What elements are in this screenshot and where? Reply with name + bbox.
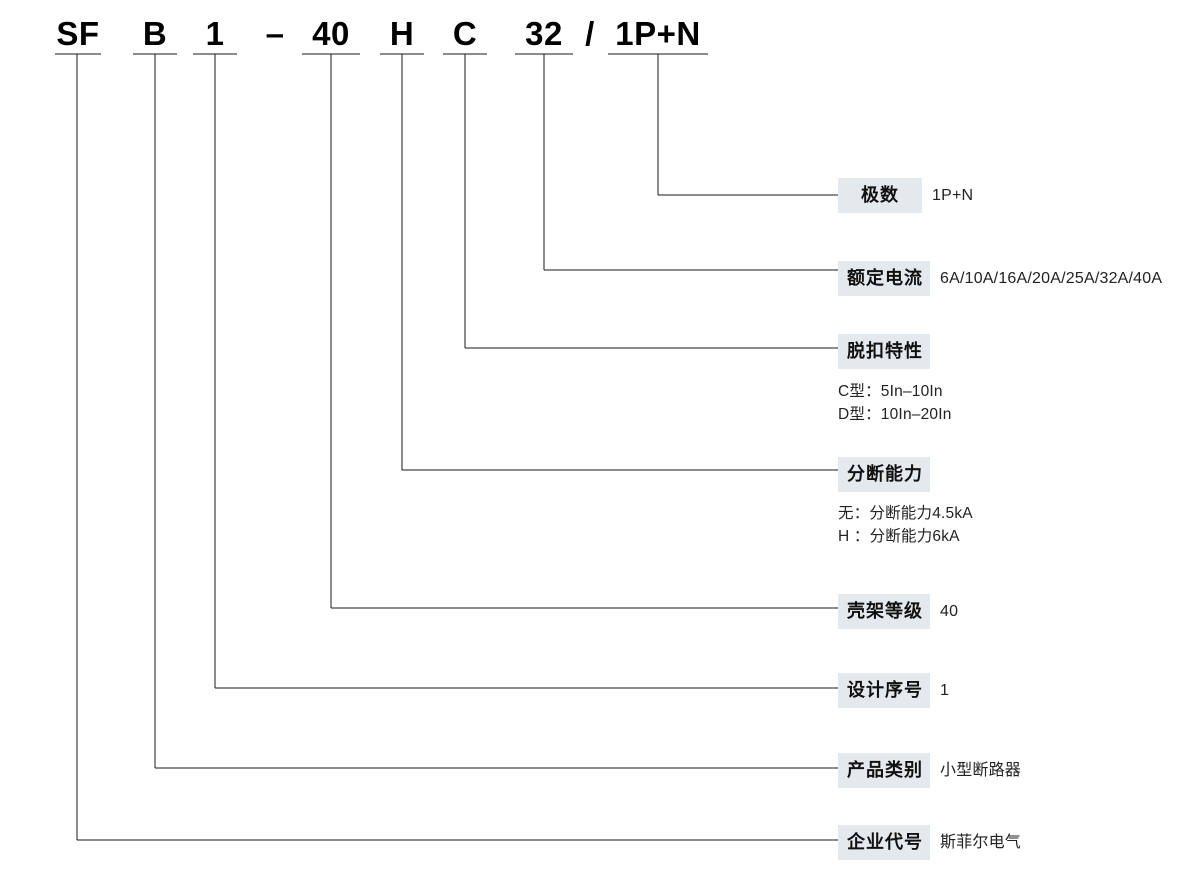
legend-tag-frame-level: 壳架等级 [838,594,930,629]
code-segment-frame-level: 40 [312,15,350,52]
legend-note-line: H ：分断能力6kA [838,528,960,545]
code-segment-dash: – [265,15,285,52]
legend-tag-trip-characteristic: 脱扣特性 [838,334,930,369]
legend-tag-poles: 极数 [838,178,922,213]
legend-tag-rated-current: 额定电流 [838,261,930,296]
code-segment-enterprise-code: SF [56,15,100,52]
code-segment-breaking-cap: H [389,15,415,52]
legend-row-design-serial: 设计序号 1 [838,673,949,708]
code-segment-rated-current: 32 [525,15,563,52]
legend-value-frame-level: 40 [940,603,959,620]
legend-value-product-category: 小型断路器 [940,762,1022,779]
legend-value-rated-current: 6A/10A/16A/20A/25A/32A/40A [940,270,1163,287]
legend-notes-breaking-capacity: 无：分断能力4.5kA H ：分断能力6kA [838,502,973,548]
code-segment-design-serial: 1 [205,15,225,52]
code-segment-slash: / [585,15,595,52]
legend-tag-design-serial: 设计序号 [838,673,930,708]
legend-value-design-serial: 1 [940,682,950,699]
legend-note-line: 无：分断能力4.5kA [838,505,973,522]
code-segment-product-type: B [142,15,168,52]
legend-row-breaking-capacity: 分断能力 [838,457,930,492]
legend-row-product-category: 产品类别小型断路器 [838,753,1021,788]
code-segment-trip-curve: C [452,15,478,52]
legend-tag-enterprise-code: 企业代号 [838,825,930,860]
legend-value-poles: 1P+N [932,187,974,204]
legend-row-rated-current: 额定电流 6A/10A/16A/20A/25A/32A/40A [838,261,1162,296]
code-segment-poles: 1P+N [615,15,701,52]
legend-row-enterprise-code: 企业代号斯菲尔电气 [838,825,1021,860]
legend-tag-product-category: 产品类别 [838,753,930,788]
legend-note-line: C型：5In–10In [838,383,943,400]
legend-row-trip-characteristic: 脱扣特性 [838,334,930,369]
legend-note-line: D型：10In–20In [838,406,952,423]
legend-row-frame-level: 壳架等级 40 [838,594,958,629]
legend-tag-breaking-capacity: 分断能力 [838,457,930,492]
legend-value-enterprise-code: 斯菲尔电气 [940,834,1022,851]
legend-row-poles: 极数 1P+N [838,178,973,213]
